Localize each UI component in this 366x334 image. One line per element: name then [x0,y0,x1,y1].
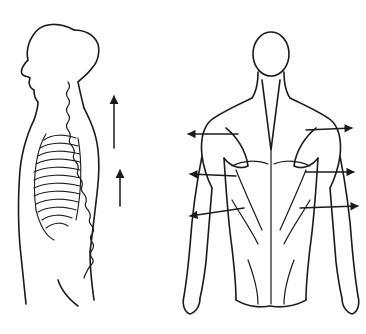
back-neck-r [284,72,290,98]
left-arm-inner [200,188,212,298]
left-torso [224,158,236,300]
left-deltoid [202,118,215,188]
arrow-left-middle [190,174,236,176]
right-arm-outer [340,156,358,296]
front-outline [19,120,35,304]
pelvis [58,280,78,306]
trapezius [214,80,328,150]
back-head [253,32,289,76]
right-lat [280,170,310,244]
back-view-figure [183,32,359,314]
hair-outline [74,30,99,82]
back-outline [84,108,99,300]
left-arm-outer [184,156,202,296]
left-lat [232,170,262,244]
head-outline [21,24,74,120]
arrow-right-upper [306,128,352,130]
spine [67,82,94,278]
left-hand [183,296,200,314]
side-view-figure [19,24,99,306]
back-neck [252,72,258,98]
arrow-right-lower [300,206,358,208]
right-torso [306,158,318,300]
neck-back [78,82,84,108]
arrow-left-lower [190,208,244,216]
right-arm-inner [330,188,342,298]
right-hand [342,296,359,314]
back-arrows [188,128,358,216]
side-arrows [114,96,120,206]
